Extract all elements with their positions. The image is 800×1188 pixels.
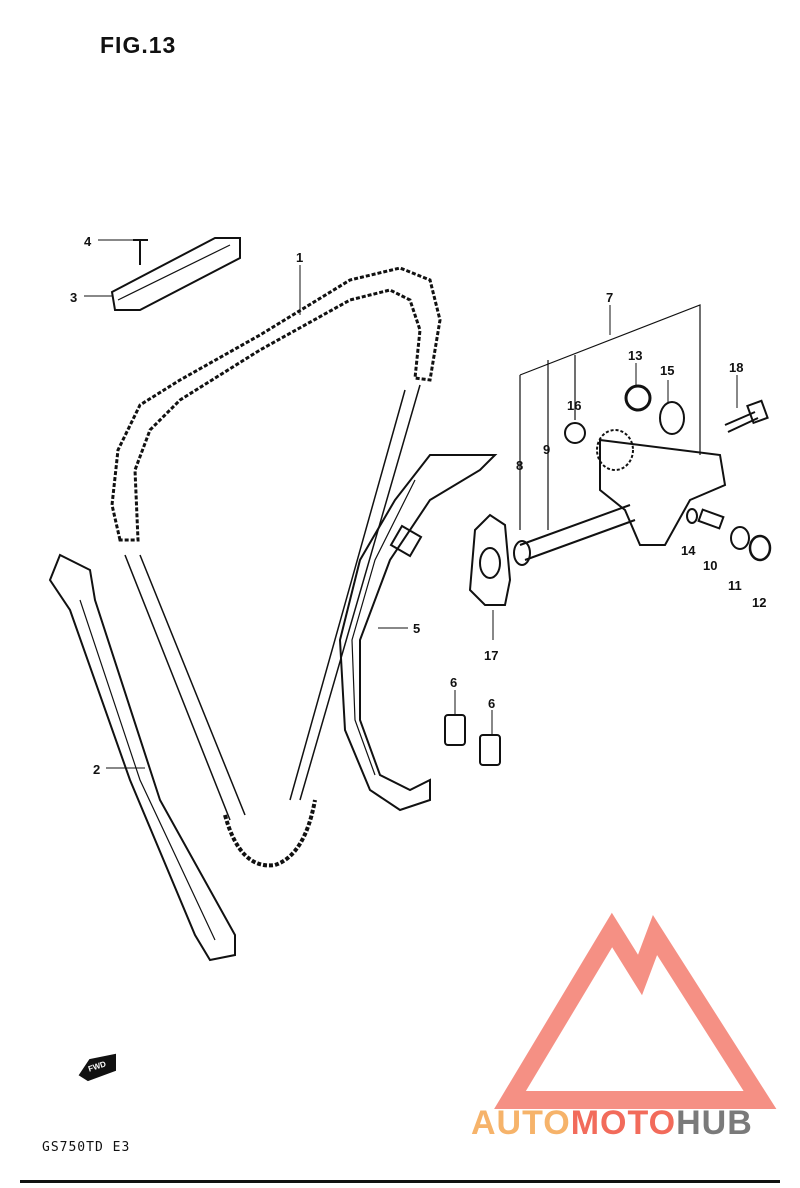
fwd-arrow: [78, 1053, 116, 1082]
callout-9: 9: [543, 442, 551, 457]
watermark-moto: MOTO: [570, 1104, 677, 1142]
tensioner-guide-inner: [351, 479, 416, 776]
pin-left: [444, 714, 466, 746]
callout-1: 1: [296, 250, 304, 265]
chain-guide-inner: [79, 599, 216, 941]
callout-5: 5: [413, 621, 421, 636]
bolt-head: [746, 399, 769, 425]
oil-seal: [624, 384, 652, 412]
guide-slot: [389, 524, 423, 558]
chain-right-strand-2: [289, 389, 406, 801]
tensioner-body: [599, 438, 727, 546]
callout-3: 3: [70, 290, 78, 305]
cam-chain: [110, 266, 442, 542]
o-ring: [659, 401, 685, 435]
tensioner-spring: [596, 429, 634, 471]
guide-screw: [133, 239, 148, 265]
washer: [730, 526, 750, 550]
callout-7: 7: [606, 290, 614, 305]
lock-nut: [564, 422, 586, 444]
callout-12: 12: [752, 595, 767, 610]
callout-10: 10: [703, 558, 718, 573]
callout-17: 17: [484, 648, 499, 663]
washer-small: [686, 508, 698, 524]
callout-11: 11: [728, 578, 742, 593]
watermark-logo: [494, 912, 777, 1109]
adjust-screw: [697, 508, 725, 530]
upper-guide-line: [117, 244, 231, 301]
callout-14: 14: [681, 543, 696, 558]
gasket-hole: [479, 547, 501, 579]
bottom-rule: [20, 1180, 780, 1183]
pin-right: [479, 734, 501, 766]
watermark-text: AUTOMOTOHUB: [471, 1104, 753, 1143]
tensioner-guide: [338, 454, 498, 812]
callout-16: 16: [567, 398, 582, 413]
chain-bottom: [223, 799, 317, 868]
callout-bracket-7: [519, 304, 701, 530]
callout-6a: 6: [450, 675, 458, 690]
chain-left-strand-2: [139, 554, 246, 816]
push-rod-head: [513, 540, 531, 566]
callout-13: 13: [628, 348, 643, 363]
callout-2: 2: [93, 762, 101, 777]
model-code: GS750TD E3: [42, 1140, 131, 1155]
figure-title: FIG.13: [100, 32, 177, 58]
callout-18: 18: [729, 360, 744, 375]
watermark-hub: HUB: [676, 1104, 753, 1142]
chain-guide: [48, 553, 236, 962]
callout-15: 15: [660, 363, 675, 378]
upper-guide: [110, 237, 241, 311]
tensioner-gasket: [468, 513, 512, 606]
callout-6b: 6: [488, 696, 496, 711]
push-rod: [519, 504, 636, 561]
callout-8: 8: [516, 458, 524, 473]
watermark-auto: AUTO: [471, 1104, 571, 1142]
callout-4: 4: [84, 234, 92, 249]
chain-left-strand: [124, 554, 231, 821]
nut: [748, 534, 772, 562]
chain-right-strand: [299, 384, 421, 801]
